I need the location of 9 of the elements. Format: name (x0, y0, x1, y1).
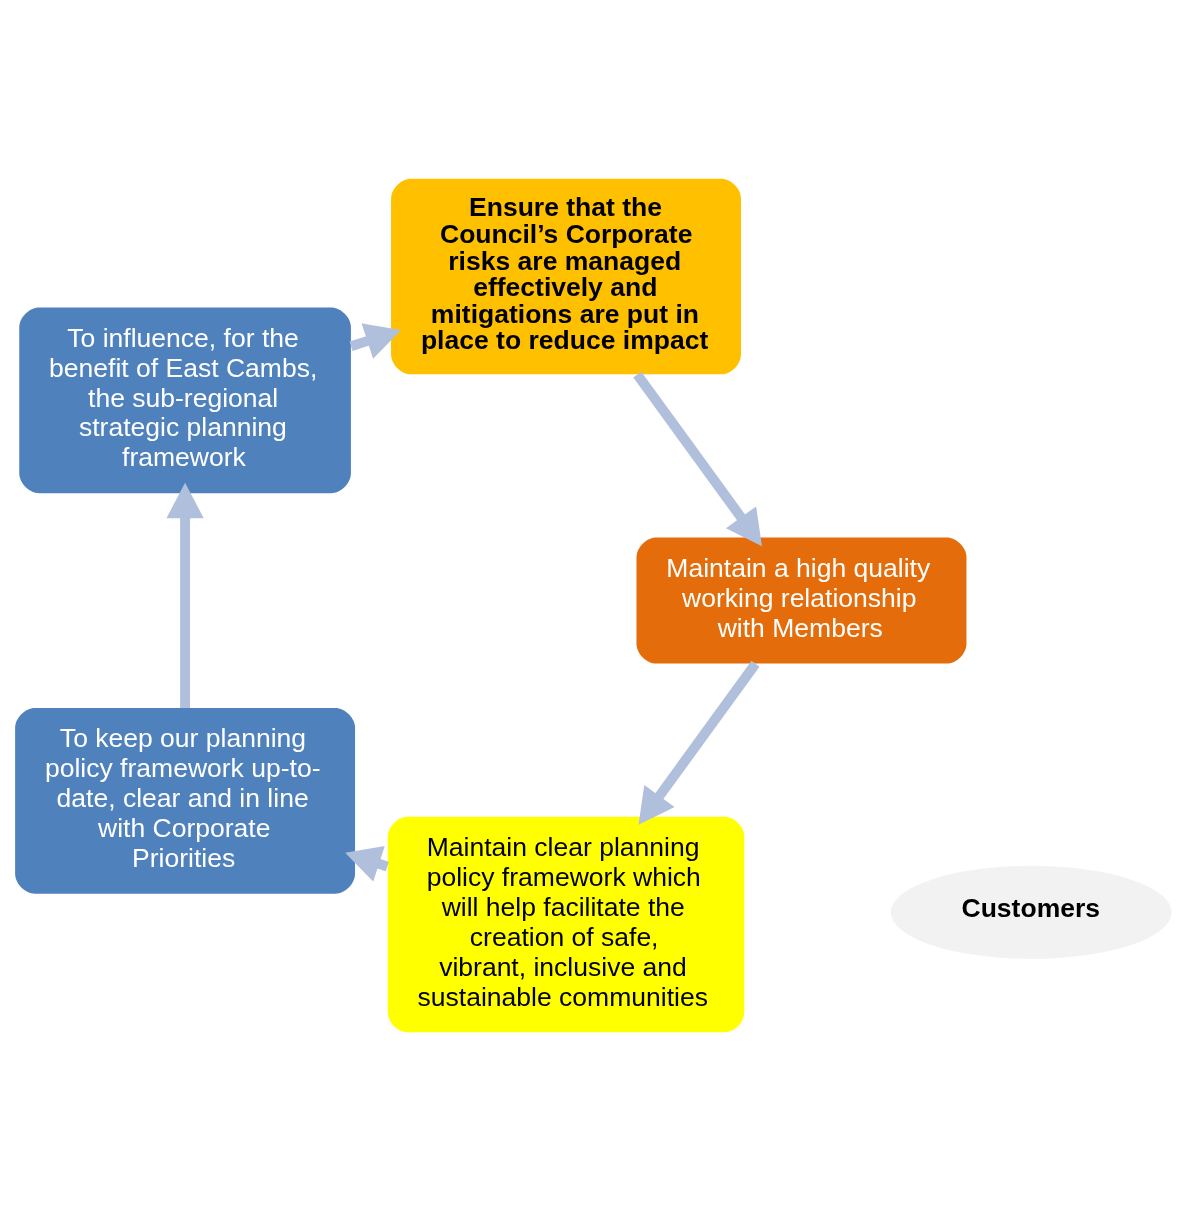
arrow (166, 482, 204, 708)
node-box: Maintain a high quality working relationship with Members (636, 537, 967, 664)
node-box: Ensure that the Council’s Corporate risks are managed effectively and mitigations are put in place to reduce impact (391, 178, 741, 375)
node-box: To influence, for the benefit of East Cambs, the sub-regional strategic planning framework (19, 307, 351, 494)
arrow (638, 660, 760, 825)
arrow (349, 323, 402, 359)
arrow (633, 371, 762, 547)
node-box: Maintain clear planning policy framework which will help facilitate the creation of safe, vibrant, inclusive and sustainable communities (387, 816, 745, 1033)
node-box: To keep our planning policy framework up-to-date, clear and in line with Corporate Priorities (15, 707, 356, 894)
